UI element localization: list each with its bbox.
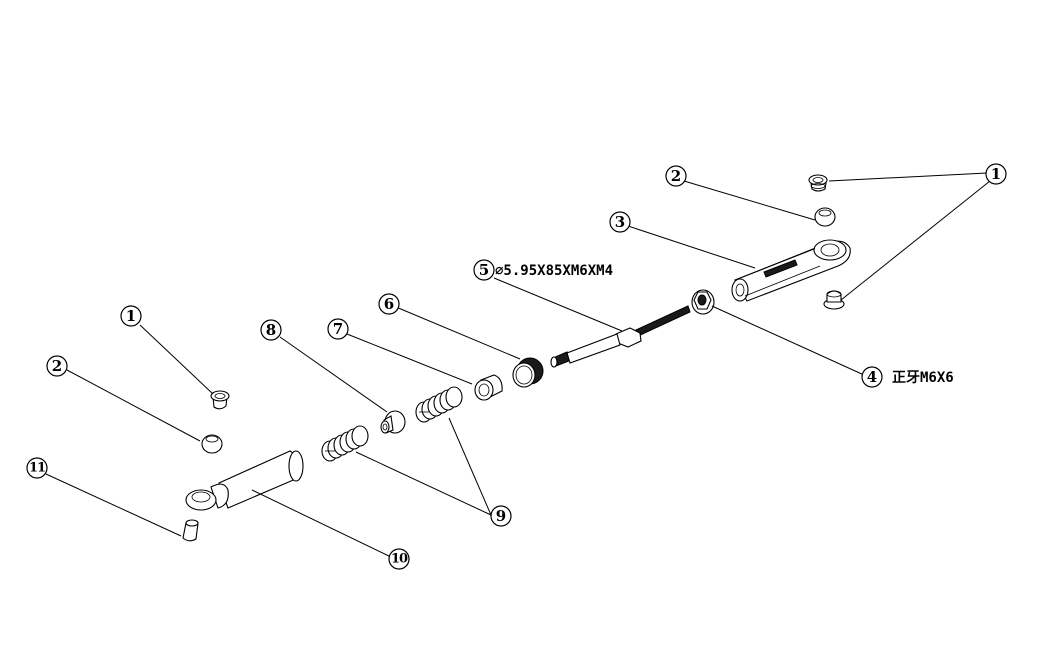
- balloon-label: 10: [391, 552, 408, 567]
- balloon-label: 9: [496, 507, 506, 525]
- leader-2-right: [683, 180, 816, 221]
- balloon-7: 7: [327, 318, 349, 340]
- part-7-spacer-bushing: [474, 374, 503, 401]
- part-1-bushing-left: [210, 390, 230, 410]
- balloon-5: 5: [473, 259, 495, 281]
- part-2-ball-left: [201, 434, 223, 454]
- leader-11: [45, 473, 182, 537]
- part-10-body-tube: [185, 450, 304, 511]
- leader-1-left: [139, 324, 214, 395]
- balloon-label: 8: [266, 321, 276, 339]
- leader-6: [395, 306, 521, 360]
- balloon-label: 1: [991, 165, 1001, 183]
- balloon-1-left: 1: [120, 305, 142, 327]
- balloon-label: 5: [479, 261, 489, 279]
- part-9-spring-upper: [415, 386, 463, 423]
- part-1-bushing-upper-right: [808, 174, 828, 192]
- balloon-label: 3: [615, 213, 625, 231]
- part-9-spring-lower: [321, 425, 369, 462]
- balloon-9: 9: [490, 505, 512, 527]
- balloon-label: 4: [867, 368, 877, 386]
- balloon-label: 11: [29, 461, 45, 476]
- part-3-rod-end: [731, 239, 851, 302]
- balloon-6: 6: [378, 293, 400, 315]
- balloon-label: 2: [52, 357, 62, 375]
- balloon-2-left: 2: [46, 355, 68, 377]
- part-1-bushing-lower-right: [823, 290, 845, 310]
- leader-lines: [45, 172, 991, 558]
- leader-7: [346, 333, 473, 385]
- balloon-1-right: 1: [985, 163, 1007, 185]
- leader-10: [251, 489, 392, 558]
- leader-4: [711, 305, 865, 376]
- balloon-11: 11: [26, 457, 48, 479]
- part-6-threaded-cap: [512, 357, 544, 388]
- part-11-tapered-insert: [182, 519, 199, 542]
- part-4-flange-nut: [691, 289, 715, 315]
- leader-9-b: [355, 451, 492, 516]
- balloon-2-right: 2: [665, 165, 687, 187]
- part-2-ball-upper-right: [814, 207, 836, 227]
- leader-3: [627, 225, 756, 269]
- leader-2-left: [66, 369, 201, 442]
- balloon-label: 7: [333, 320, 343, 338]
- leader-1-right-b: [840, 180, 991, 301]
- balloon-8: 8: [260, 319, 282, 341]
- part-5-threaded-shaft: [550, 305, 691, 368]
- nut-spec-annotation: 正牙M6X6: [892, 370, 954, 386]
- balloon-10: 10: [388, 548, 410, 570]
- balloon-label: 1: [126, 307, 136, 325]
- balloon-label: 6: [384, 295, 394, 313]
- shaft-spec-annotation: ⌀5.95X85XM6XM4: [495, 263, 613, 279]
- leader-1-right-a: [828, 172, 988, 182]
- leader-5: [493, 277, 623, 332]
- balloon-4: 4: [861, 366, 883, 388]
- leader-8: [279, 336, 388, 413]
- balloon-label: 2: [671, 167, 681, 185]
- balloon-3: 3: [609, 211, 631, 233]
- leader-9-a: [448, 417, 492, 516]
- part-8-spring-seat: [380, 410, 406, 434]
